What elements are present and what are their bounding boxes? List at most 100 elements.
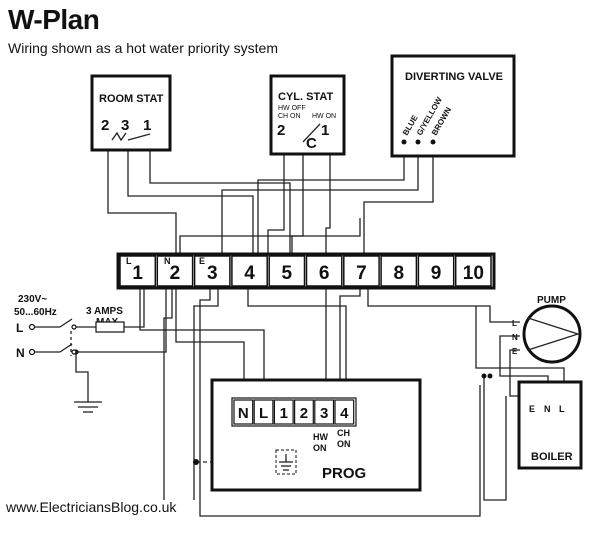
wire-term7-pump-l — [367, 286, 520, 323]
pump-terminal: E — [512, 347, 518, 356]
room-stat-label: ROOM STAT — [99, 93, 164, 105]
pump: PUMP L N E — [512, 295, 582, 364]
wires — [34, 140, 565, 517]
prog-terminal-cell — [314, 399, 335, 425]
terminal-number: 9 — [431, 263, 442, 284]
prog-terminal-label: N — [238, 405, 249, 422]
wire-roomstat-2 — [107, 140, 177, 256]
terminal-number: 7 — [356, 263, 367, 284]
junction-dot — [487, 373, 493, 379]
cyl-stat-box — [269, 74, 346, 156]
pump-label: PUMP — [537, 295, 566, 306]
page-title: W-Plan — [8, 4, 100, 35]
cylinder-stat: CYL. STAT HW OFF CH ON HW ON 2 C 1 — [269, 74, 346, 156]
prog-hw-label: HW — [313, 432, 328, 442]
wire-cylstat-c — [291, 146, 304, 256]
terminal-cell — [454, 255, 492, 287]
prog-terminal-label: 1 — [280, 405, 288, 422]
junction-dot — [481, 373, 487, 379]
prog-earth-icon — [279, 454, 293, 471]
wire-valve-brown — [363, 142, 434, 256]
wire-term7-prog-4 — [339, 286, 361, 400]
terminal-cell — [268, 255, 306, 287]
programmer-label: PROG — [322, 465, 366, 482]
wire-term3-earth — [199, 286, 481, 517]
prog-terminal-label: 2 — [300, 405, 308, 422]
terminal-marker-earth: E — [199, 256, 205, 266]
prog-terminal-cell — [253, 399, 274, 425]
junction-dot — [193, 459, 199, 465]
wire-term1-prog-l — [139, 286, 265, 400]
terminal-number: 5 — [282, 263, 293, 284]
wire-live-supply — [34, 286, 145, 328]
pump-impeller — [527, 317, 581, 351]
wire-term3-earth-b — [193, 286, 219, 500]
supply-live-label: L — [16, 321, 23, 335]
wire-roomstat-1 — [149, 140, 291, 256]
wire-earth-supply — [75, 352, 89, 402]
terminal-number: 10 — [463, 263, 484, 284]
supply-neutral-label: N — [16, 346, 25, 360]
wire-valve-n — [179, 218, 361, 256]
terminal-cell — [119, 255, 157, 287]
terminal-number: 2 — [170, 263, 181, 284]
boiler-label: BOILER — [531, 451, 573, 463]
switch-contact — [71, 324, 77, 330]
prog-ch-on-label: ON — [337, 439, 351, 449]
cyl-stat-label: CYL. STAT — [278, 91, 333, 103]
page-subtitle: Wiring shown as a hot water priority sys… — [8, 40, 278, 56]
room-stat: ROOM STAT 2 3 1 — [90, 74, 172, 152]
diverting-valve-label: DIVERTING VALVE — [405, 71, 503, 83]
wire-boiler-e — [483, 376, 507, 501]
terminal-cell — [417, 255, 455, 287]
prog-terminal-cell — [273, 399, 294, 425]
prog-terminal-label: 3 — [320, 405, 328, 422]
switch-blade — [59, 318, 73, 353]
wire-term4-prog — [247, 286, 347, 400]
room-stat-switch — [111, 131, 151, 142]
power-supply: 230V~ 50...60Hz 3 AMPS MAX L N — [14, 294, 125, 413]
prog-ch-label: CH — [337, 428, 350, 438]
room-stat-terminal: 1 — [143, 117, 151, 134]
supply-terminal — [28, 348, 36, 356]
boiler-terminal: N — [544, 404, 551, 414]
wire-cylstat-1 — [325, 146, 331, 256]
footer-website: www.ElectriciansBlog.co.uk — [6, 499, 177, 515]
valve-terminal-dot — [401, 139, 407, 145]
terminal-marker-neutral: N — [164, 256, 171, 266]
wire-neutral-supply — [34, 286, 167, 353]
valve-terminal-dot — [415, 139, 421, 145]
terminal-cell — [156, 255, 194, 287]
fuse-symbol — [95, 321, 125, 333]
cyl-stat-switch — [302, 123, 321, 143]
boiler: E N L BOILER — [517, 380, 583, 470]
terminal-cell — [193, 255, 231, 287]
terminal-number: 8 — [393, 263, 404, 284]
prog-terminal-label: L — [259, 405, 268, 422]
supply-terminal — [28, 323, 36, 331]
wire-cylstat-2 — [267, 146, 285, 256]
terminal-marker-live: L — [126, 256, 132, 266]
prog-terminal-label: 4 — [340, 405, 349, 422]
switch-contact — [71, 349, 77, 355]
pump-body — [522, 304, 582, 364]
terminal-cell — [305, 255, 343, 287]
terminal-cell — [231, 255, 268, 287]
room-stat-terminal: 3 — [121, 117, 129, 134]
pump-terminal: N — [512, 333, 518, 342]
wire-roomstat-3 — [127, 140, 254, 256]
pump-terminal: L — [512, 319, 517, 328]
boiler-terminal: L — [559, 404, 565, 414]
cyl-stat-hw-on: HW ON — [312, 113, 336, 120]
diverting-valve-box — [390, 54, 516, 158]
cyl-stat-terminal: C — [306, 135, 317, 152]
earth-symbol — [74, 401, 102, 413]
prog-terminal-cell — [233, 399, 254, 425]
room-stat-box — [90, 74, 172, 152]
terminal-cell — [380, 255, 418, 287]
prog-earth-box — [275, 449, 297, 475]
cyl-stat-hw-off: HW OFF — [278, 105, 306, 112]
wire-valve-blue — [257, 142, 405, 256]
